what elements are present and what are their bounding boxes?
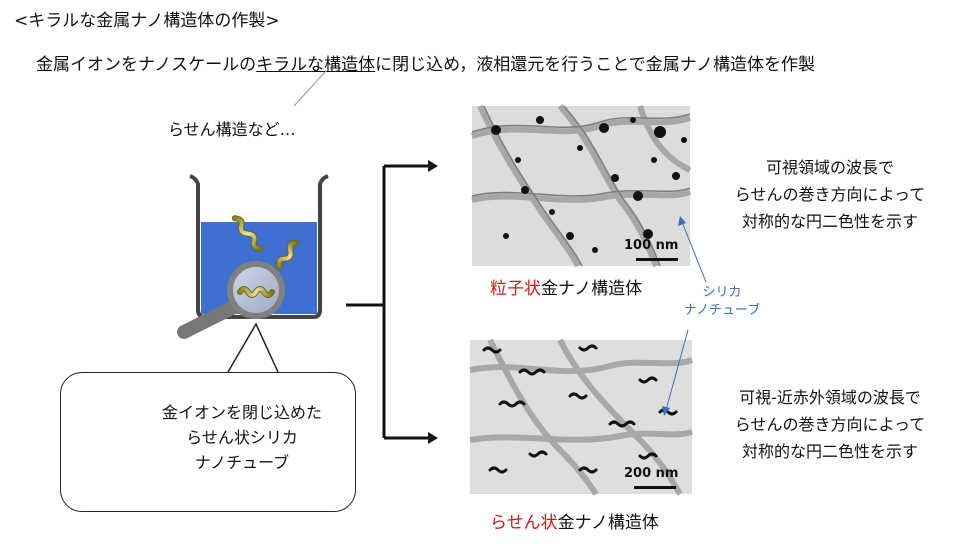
caption-top-red: 粒子状 bbox=[490, 279, 541, 299]
callout-line-3: ナノチューブ bbox=[194, 453, 290, 472]
caption-bottom-red: らせん状 bbox=[490, 513, 558, 533]
scale-label-bottom: 200 nm bbox=[624, 466, 679, 481]
result-bottom-line-3: 対称的な円二色性を示す bbox=[741, 442, 918, 461]
tem-image-particles bbox=[471, 104, 692, 268]
branch-arrows bbox=[346, 160, 438, 444]
scale-label-top: 100 nm bbox=[624, 238, 679, 253]
result-bottom-line-2: らせんの巻き方向によって bbox=[734, 415, 926, 434]
callout-box bbox=[60, 372, 356, 512]
description-underlined: キラルな構造体 bbox=[256, 55, 376, 75]
description: 金属イオンをナノスケールのキラルな構造体に閉じ込め，液相還元を行うことで金属ナノ… bbox=[36, 50, 815, 75]
result-top-line-1: 可視領域の波長で bbox=[765, 158, 894, 177]
silica-label-line-1: シリカ bbox=[702, 285, 742, 300]
tem-image-helices bbox=[469, 338, 694, 496]
note-text: らせん構造など… bbox=[168, 120, 296, 139]
silica-pointer-arrows bbox=[662, 216, 707, 416]
caption-bottom-black: 金ナノ構造体 bbox=[557, 513, 659, 533]
helix-icon bbox=[231, 215, 264, 252]
silica-label: シリカ ナノチューブ bbox=[672, 284, 772, 320]
helix-icon bbox=[275, 239, 300, 270]
description-post: に閉じ込め，液相還元を行うことで金属ナノ構造体を作製 bbox=[375, 55, 815, 75]
result-bottom: 可視-近赤外領域の波長で らせんの巻き方向によって 対称的な円二色性を示す bbox=[700, 384, 960, 465]
caption-top: 粒子状金ナノ構造体 bbox=[490, 274, 642, 299]
description-pre: 金属イオンをナノスケールの bbox=[36, 55, 257, 75]
result-bottom-line-1: 可視-近赤外領域の波長で bbox=[739, 388, 921, 407]
callout-line-1: 金イオンを閉じ込めた bbox=[161, 403, 322, 422]
result-top-line-2: らせんの巻き方向によって bbox=[734, 185, 926, 204]
silica-label-line-2: ナノチューブ bbox=[683, 303, 761, 318]
callout-line-2: らせん状シリカ bbox=[186, 428, 298, 447]
pointer-line bbox=[293, 70, 327, 107]
result-top: 可視領域の波長で らせんの巻き方向によって 対称的な円二色性を示す bbox=[700, 154, 960, 235]
magnifier-icon bbox=[177, 261, 285, 339]
callout-tail bbox=[227, 322, 279, 373]
caption-top-black: 金ナノ構造体 bbox=[541, 279, 643, 299]
result-top-line-3: 対称的な円二色性を示す bbox=[741, 212, 918, 231]
callout-text: 金イオンを閉じ込めた らせん状シリカ ナノチューブ bbox=[132, 400, 352, 475]
caption-bottom: らせん状金ナノ構造体 bbox=[490, 508, 659, 533]
page-title: <キラルな金属ナノ構造体の作製> bbox=[14, 11, 280, 31]
